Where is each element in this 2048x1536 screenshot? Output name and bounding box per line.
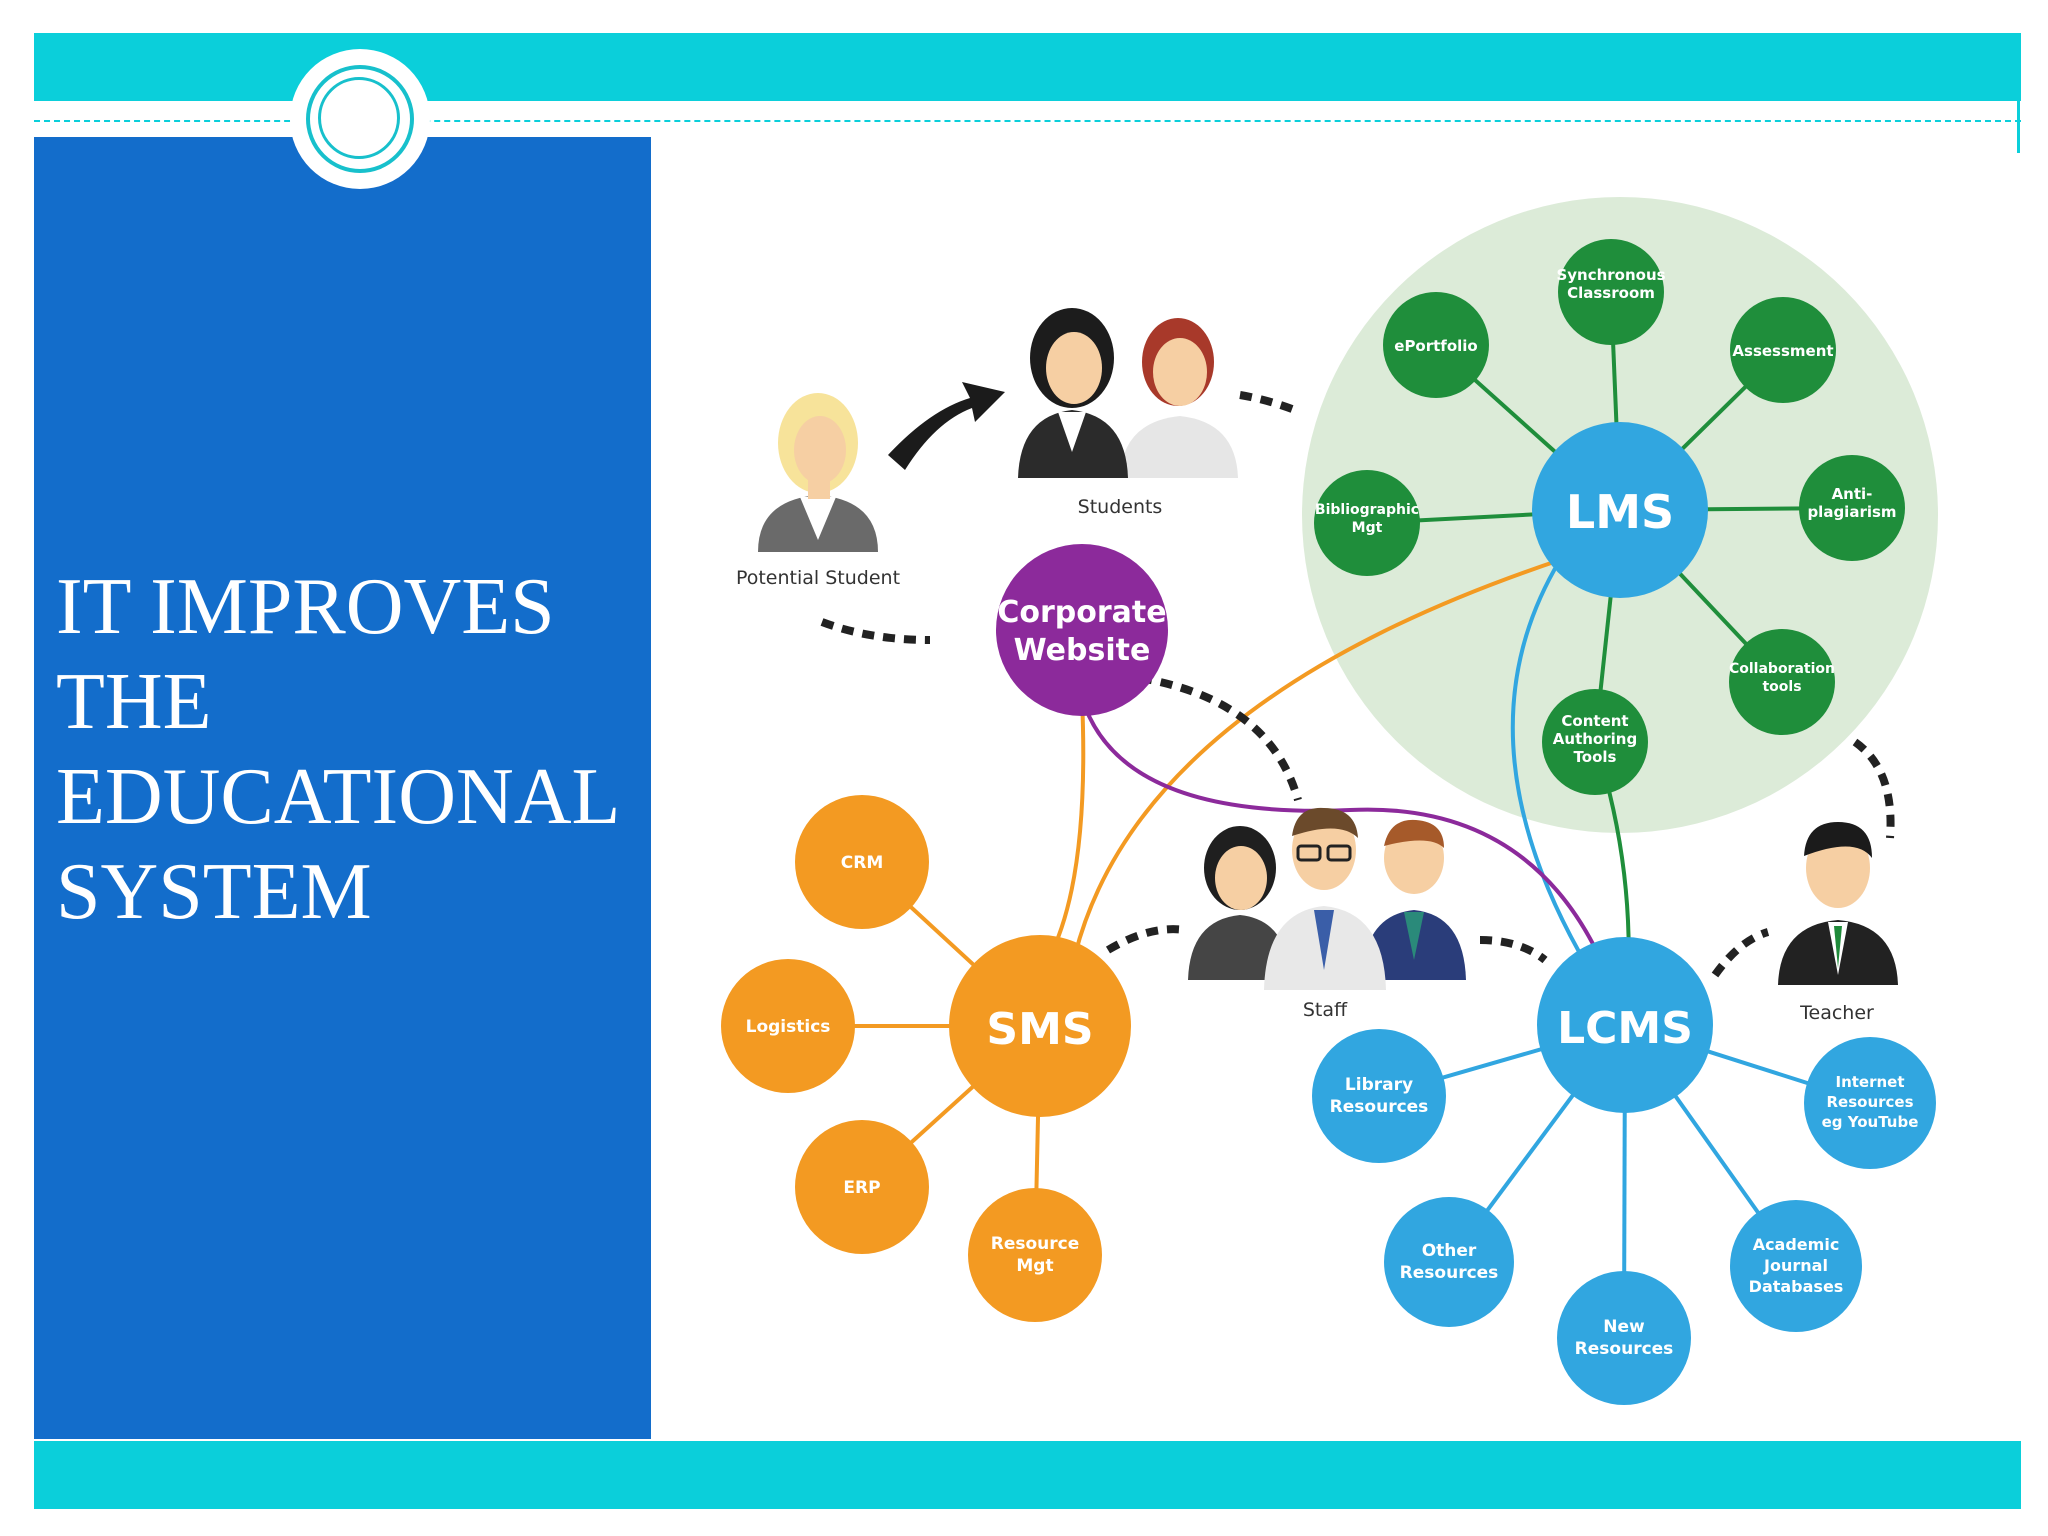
lcms-node-library: Library Resources [1312, 1029, 1446, 1163]
lms-node-label: tools [1762, 679, 1801, 695]
sms-node-erp: ERP [795, 1120, 929, 1254]
sms-node-label: CRM [841, 853, 883, 873]
dotted-teacher-lcms [1711, 928, 1770, 978]
lcms-node-label: Library [1345, 1075, 1413, 1095]
lms-node-label: Classroom [1567, 284, 1655, 302]
lcms-node-academic: Academic Journal Databases [1730, 1200, 1862, 1332]
lcms-node-label: Journal [1763, 1256, 1828, 1275]
lcms-node-label: Resources [1400, 1263, 1499, 1283]
sms-node-resource: Resource Mgt [968, 1188, 1102, 1322]
lms-node-bibliographic: Bibliographic Mgt [1314, 470, 1420, 576]
lms-node-content-authoring: Content Authoring Tools [1542, 689, 1648, 795]
website-to-sms [1046, 697, 1086, 961]
dotted-staff-lcms [1479, 936, 1548, 964]
lcms-node-label: Databases [1749, 1277, 1844, 1296]
lms-node-assessment: Assessment [1730, 297, 1836, 403]
lms-node-antiplagiarism: Anti- plagiarism [1799, 455, 1905, 561]
dotted-potential-website [820, 618, 931, 644]
it-systems-diagram: Potential Student Students [721, 197, 1938, 1405]
dotted-students-lms [1239, 391, 1302, 416]
sms-node-crm: CRM [795, 795, 929, 929]
lms-node-label: Mgt [1352, 520, 1383, 536]
sms-to-lms-curve [1073, 558, 1561, 956]
arrow-potential-to-students [888, 382, 1005, 470]
badge-ring-inner [318, 77, 400, 159]
sms-node-label: Mgt [1016, 1256, 1053, 1276]
lcms-cluster: Library Resources Other Resources New Re… [1312, 937, 1936, 1405]
dotted-sms-staff [1105, 925, 1186, 954]
website-to-lcms [1080, 697, 1627, 1026]
band-edge [2017, 101, 2020, 153]
lcms-node-label: Resources [1330, 1097, 1429, 1117]
students-label: Students [1078, 496, 1163, 518]
website-hub: Corporate Website [996, 544, 1168, 716]
teacher-figure: Teacher [1778, 822, 1898, 1024]
lms-cluster: Synchronous Classroom Assessment Anti- p… [1314, 239, 1905, 795]
lms-hub: LMS [1532, 422, 1708, 598]
sms-hub: SMS [949, 935, 1131, 1117]
lcms-node-label: eg YouTube [1822, 1113, 1919, 1131]
dotted-website-staff [1139, 674, 1302, 802]
lcms-node-label: Internet [1835, 1073, 1904, 1091]
lms-node-label: Content [1561, 712, 1628, 730]
lms-hub-label: LMS [1566, 485, 1674, 539]
website-hub-label: Corporate [997, 595, 1166, 630]
lms-node-label: Assessment [1732, 342, 1833, 360]
dotted-lms-teacher [1852, 738, 1895, 839]
sms-node-label: Resource [991, 1234, 1080, 1254]
bottom-band [34, 1441, 2021, 1509]
lcms-node-label: Academic [1753, 1235, 1840, 1254]
sms-hub-label: SMS [986, 1004, 1093, 1055]
lms-node-collaboration: Collaboration tools [1729, 629, 1835, 735]
lms-node-label: Tools [1574, 748, 1617, 766]
lms-node-label: Authoring [1553, 730, 1637, 748]
lms-node-label: plagiarism [1807, 503, 1896, 521]
lms-node-label: Collaboration [1729, 661, 1835, 677]
potential-student-label: Potential Student [736, 567, 900, 589]
students-figure: Students [1018, 308, 1238, 518]
lcms-hub: LCMS [1537, 937, 1713, 1113]
website-hub-label: Website [1014, 633, 1151, 668]
lcms-node-new: New Resources [1557, 1271, 1691, 1405]
lms-node-label: ePortfolio [1394, 337, 1477, 355]
lms-node-label: Bibliographic [1315, 502, 1419, 518]
badge-ring-outer [306, 65, 414, 173]
lms-node-synchronous: Synchronous Classroom [1556, 239, 1666, 345]
dashed-divider [34, 120, 2021, 122]
staff-label: Staff [1303, 999, 1348, 1021]
slide-title: IT IMPROVES THE EDUCATIONAL SYSTEM [56, 560, 656, 940]
title-line-3: EDUCATIONAL [56, 753, 621, 841]
lcms-node-label: Resources [1575, 1339, 1674, 1359]
sms-node-label: ERP [843, 1178, 880, 1198]
lms-node-eportfolio: ePortfolio [1383, 292, 1489, 398]
staff-figure: Staff [1188, 807, 1466, 1021]
title-line-2: THE [56, 658, 212, 746]
lcms-node-other: Other Resources [1384, 1197, 1514, 1327]
lms-node-label: Synchronous [1556, 266, 1665, 284]
lms-node-label: Anti- [1832, 485, 1873, 503]
title-panel [34, 137, 651, 1439]
teacher-label: Teacher [1799, 1002, 1874, 1024]
lcms-node-internet: Internet Resources eg YouTube [1804, 1037, 1936, 1169]
lcms-node-label: Other [1422, 1241, 1477, 1261]
sms-node-label: Logistics [746, 1017, 831, 1037]
lcms-node-label: New [1603, 1317, 1645, 1337]
sms-node-logistics: Logistics [721, 959, 855, 1093]
potential-student-figure: Potential Student [736, 393, 900, 589]
title-line-4: SYSTEM [56, 848, 372, 936]
lcms-hub-label: LCMS [1557, 1003, 1693, 1054]
lcms-node-label: Resources [1826, 1093, 1913, 1111]
title-line-1: IT IMPROVES [56, 563, 555, 651]
sms-cluster: CRM Logistics ERP Resource Mgt SMS [721, 795, 1131, 1322]
